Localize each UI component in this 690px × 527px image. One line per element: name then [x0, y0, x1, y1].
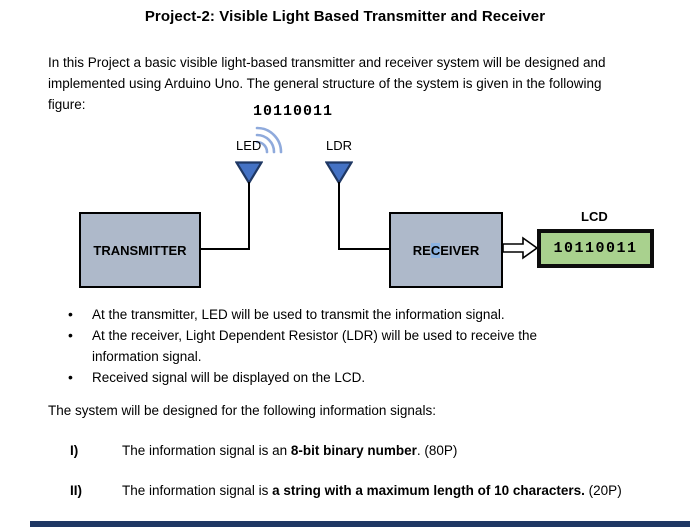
bullet-text: information signal.	[92, 349, 202, 364]
highlighted-character: C	[430, 242, 441, 258]
bullet-text: Received signal will be displayed on the…	[92, 370, 366, 385]
intro-paragraph: In this Project a basic visible light-ba…	[48, 52, 606, 115]
item-numeral: I)	[70, 443, 79, 458]
signal-item-1: I) The information signal is an 8-bit bi…	[70, 441, 670, 461]
transmitter-wire	[200, 248, 250, 250]
bullet-list: At the transmitter, LED will be used to …	[68, 304, 608, 388]
bullet-marker	[68, 325, 92, 367]
intro-line: implemented using Arduino Uno. The gener…	[48, 76, 602, 91]
transmitter-box: TRANSMITTER	[79, 212, 201, 288]
block-arrow-icon	[503, 236, 539, 260]
led-antenna-icon	[235, 161, 263, 185]
page-title: Project-2: Visible Light Based Transmitt…	[144, 8, 546, 25]
wireless-signal-icon	[255, 126, 283, 154]
ldr-label: LDR	[326, 138, 353, 153]
led-antenna-wire	[248, 182, 250, 250]
lcd-label: LCD	[581, 209, 608, 224]
item-text: The information signal is a string with …	[122, 483, 622, 498]
signal-item-2: II) The information signal is a string w…	[70, 481, 670, 501]
led-label: LED	[236, 138, 262, 153]
item-numeral: II)	[70, 483, 82, 498]
item-text: The information signal is an 8-bit binar…	[122, 443, 458, 458]
ldr-antenna-icon	[325, 161, 353, 185]
lcd-display: 10110011	[537, 229, 654, 268]
receiver-box: RECEIVER	[389, 212, 503, 288]
receiver-label: RECEIVER	[412, 242, 480, 258]
bullet-text: At the transmitter, LED will be used to …	[92, 307, 505, 322]
transmitted-binary-text: 10110011	[253, 103, 334, 120]
lcd-display-text: 10110011	[553, 240, 638, 257]
intro-line: figure:	[48, 97, 86, 112]
signals-intro: The system will be designed for the foll…	[48, 403, 436, 418]
intro-line: In this Project a basic visible light-ba…	[48, 55, 606, 70]
bullet-text: At the receiver, Light Dependent Resisto…	[92, 328, 537, 343]
bullet-marker	[68, 304, 92, 325]
bottom-bar	[30, 521, 690, 527]
list-item: At the receiver, Light Dependent Resisto…	[68, 325, 608, 367]
transmitter-label: TRANSMITTER	[93, 242, 187, 258]
receiver-wire	[339, 248, 389, 250]
list-item: At the transmitter, LED will be used to …	[68, 304, 608, 325]
list-item: Received signal will be displayed on the…	[68, 367, 608, 388]
bullet-marker	[68, 367, 92, 388]
ldr-antenna-wire	[338, 182, 340, 250]
